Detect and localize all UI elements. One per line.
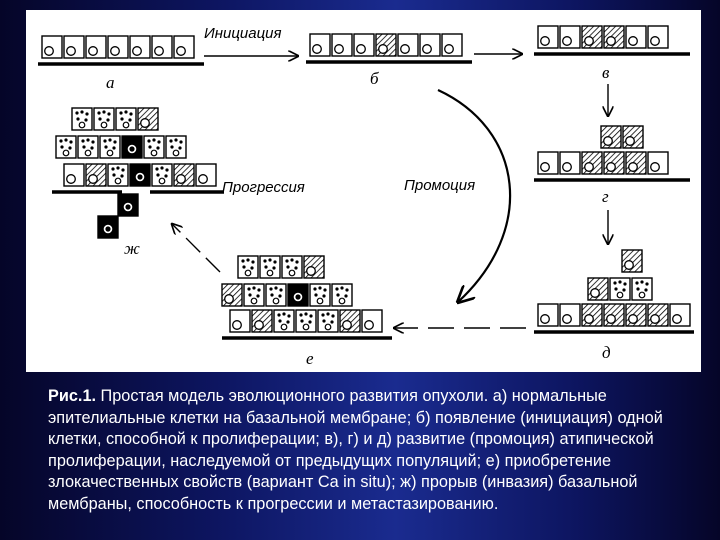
diagram-arrows [172,54,608,328]
label-initiation: Инициация [204,25,282,42]
stage-v-promotion [534,25,690,56]
caption-text: Простая модель эволюционного развития оп… [48,387,663,513]
stage-letter-e: е [306,349,314,368]
stage-letter-a: а [106,73,115,92]
stage-letter-zh: ж [124,239,140,258]
stage-zh-invasion [52,107,224,239]
stage-g-promotion [534,125,690,182]
diagram-panel: Инициация Промоция Прогрессия а б в г д … [26,10,701,372]
stage-letter-d: д [602,343,611,362]
stage-letter-b: б [370,69,379,88]
caption-figure-label: Рис.1. [48,387,97,405]
tumor-evolution-diagram: Инициация Промоция Прогрессия а б в г д … [38,25,694,368]
stage-a-normal-epithelium [38,35,204,66]
arrow-e-to-zh [172,224,221,273]
label-promotion: Промоция [404,177,475,194]
figure-caption: Рис.1. Простая модель эволюционного разв… [48,386,688,516]
label-progression: Прогрессия [222,179,305,196]
stage-b-initiation [306,33,472,64]
stage-letter-v: в [602,63,610,82]
stage-e-carcinoma-in-situ [221,255,392,340]
stage-d-promotion [534,249,694,334]
arrow-promotion-curve [437,89,512,302]
stage-letter-g: г [602,187,609,206]
